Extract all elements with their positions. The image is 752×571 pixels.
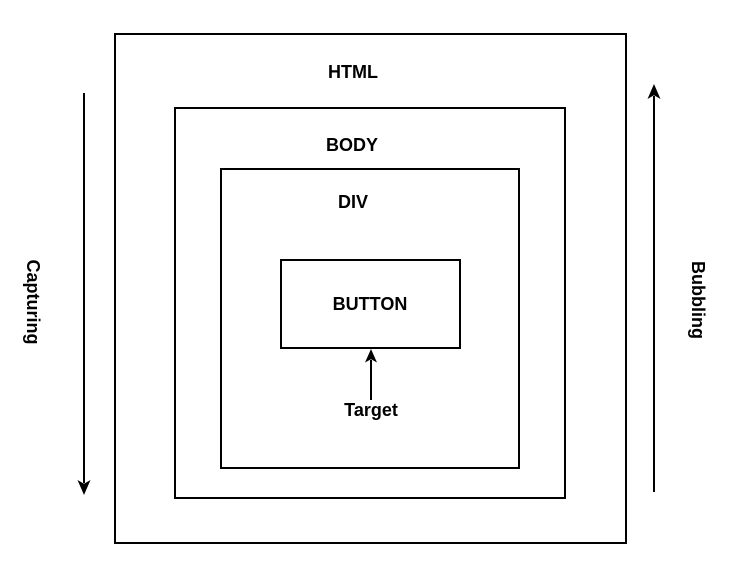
target-label: Target bbox=[344, 400, 398, 420]
body-box bbox=[174, 107, 566, 499]
button-label: BUTTON bbox=[332, 294, 408, 314]
button-box bbox=[280, 259, 461, 349]
bubbling-label: Bubbling bbox=[688, 261, 708, 339]
capturing-label: Capturing bbox=[23, 259, 43, 345]
html-box bbox=[114, 33, 627, 544]
bubbling-up-arrow-icon bbox=[647, 84, 661, 492]
div-label: DIV bbox=[337, 192, 369, 212]
body-label: BODY bbox=[325, 135, 379, 155]
html-label: HTML bbox=[328, 62, 378, 82]
capturing-down-arrow-icon bbox=[77, 93, 91, 495]
div-box bbox=[220, 168, 520, 469]
